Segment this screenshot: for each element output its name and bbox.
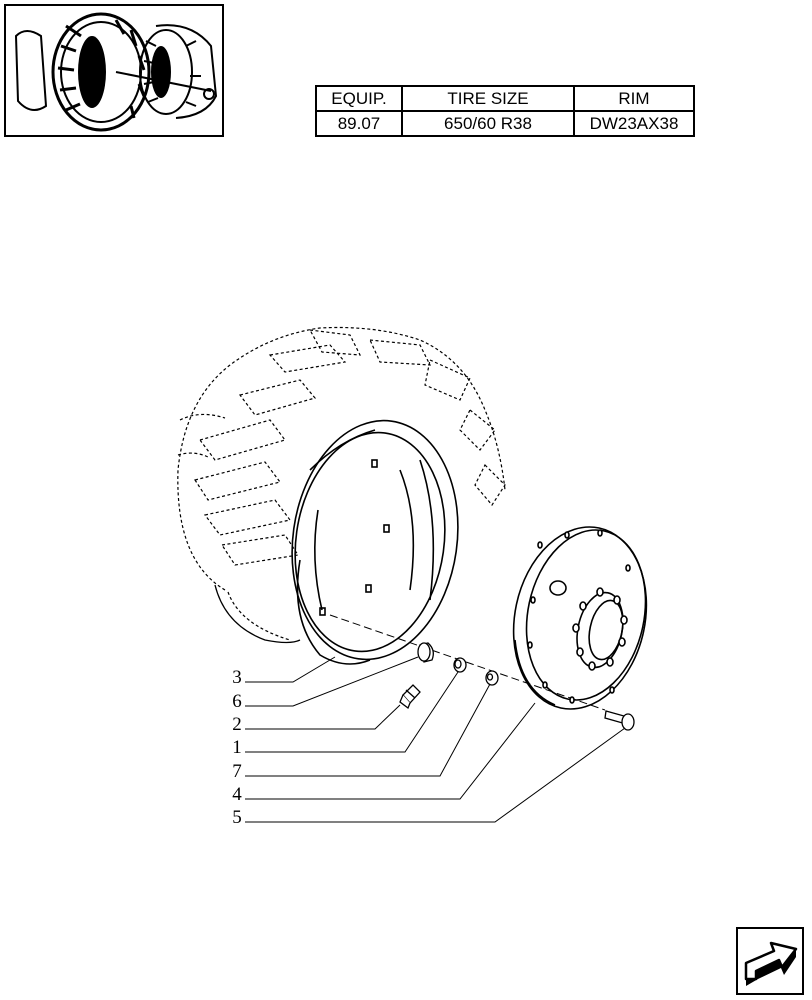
spacer-part xyxy=(417,642,434,663)
value-rim: DW23AX38 xyxy=(573,110,695,137)
tire-phantom-outline xyxy=(177,326,506,641)
header-equip: EQUIP. xyxy=(315,85,403,112)
wheel-disc xyxy=(512,526,648,710)
spec-table-header-row: EQUIP. TIRE SIZE RIM xyxy=(315,85,695,112)
value-equip: 89.07 xyxy=(315,110,403,137)
spec-table: EQUIP. TIRE SIZE RIM 89.07 650/60 R38 DW… xyxy=(315,85,695,137)
callout-5: 5 xyxy=(232,807,242,828)
rim xyxy=(291,419,459,665)
header-tire-size: TIRE SIZE xyxy=(401,85,575,112)
tractor-thumbnail-frame xyxy=(4,4,224,137)
next-page-arrow-icon xyxy=(744,941,798,986)
nut-part xyxy=(453,657,467,673)
washer-part xyxy=(485,670,499,686)
valve-part xyxy=(399,684,421,710)
callout-3: 3 xyxy=(232,667,242,688)
callout-6: 6 xyxy=(232,691,242,712)
callout-4: 4 xyxy=(232,784,242,805)
callout-leaders xyxy=(245,656,626,823)
spec-table-value-row: 89.07 650/60 R38 DW23AX38 xyxy=(315,110,695,137)
header-rim: RIM xyxy=(573,85,695,112)
callout-7: 7 xyxy=(232,761,242,782)
value-tire-size: 650/60 R38 xyxy=(401,110,575,137)
bolt-part xyxy=(604,710,635,731)
tractor-wheel-thumbnail-icon xyxy=(14,12,218,132)
callout-1: 1 xyxy=(232,737,242,758)
next-page-button[interactable] xyxy=(736,927,804,995)
callout-2: 2 xyxy=(232,714,242,735)
